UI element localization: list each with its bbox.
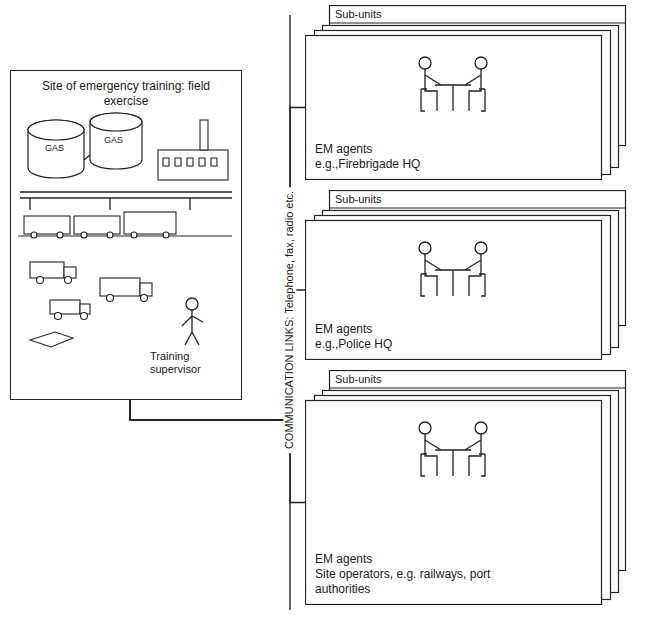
agent-text: e.g.,Firebrigade HQ bbox=[315, 157, 515, 172]
communication-link bbox=[130, 290, 305, 420]
agent-text: EM agents bbox=[315, 552, 515, 567]
sub-units-label: Sub-units bbox=[335, 193, 381, 206]
illustration-label: Training supervisor bbox=[150, 350, 236, 376]
agents-figure bbox=[419, 57, 487, 111]
agents-figure bbox=[419, 242, 487, 296]
agent-caption: EM agentse.g.,Firebrigade HQ bbox=[315, 142, 515, 172]
site-box: Site of emergency training: field exerci… bbox=[10, 70, 242, 400]
agent-stack: Sub-units EM agentse.g.,Firebrigade HQ bbox=[305, 5, 627, 180]
illustration-label: GAS bbox=[104, 135, 134, 146]
pipelines bbox=[20, 192, 232, 210]
communication-link bbox=[130, 400, 305, 503]
agent-text: EM agents bbox=[315, 322, 515, 337]
agent-text: EM agents bbox=[315, 142, 515, 157]
factory bbox=[158, 120, 228, 180]
emergency-vehicles bbox=[30, 262, 152, 347]
agent-stack: Sub-units EM agentsSite operators, e.g. r… bbox=[305, 370, 627, 605]
agent-stack: Sub-units EM agentse.g.,Police HQ bbox=[305, 190, 627, 360]
agent-text: e.g.,Police HQ bbox=[315, 337, 515, 352]
agents-figure bbox=[419, 422, 487, 476]
card-header-rule bbox=[329, 208, 625, 209]
card-header-rule bbox=[329, 23, 625, 24]
supervisor-figure bbox=[182, 298, 203, 345]
card bbox=[306, 36, 602, 180]
sub-units-label: Sub-units bbox=[335, 373, 381, 386]
communication-link bbox=[130, 108, 305, 421]
agent-text: Site operators, e.g. railways, port auth… bbox=[315, 567, 515, 597]
gas-tanks bbox=[28, 113, 142, 178]
train bbox=[18, 212, 232, 238]
agent-caption: EM agentse.g.,Police HQ bbox=[315, 322, 515, 352]
bus-label: COMMUNICATION LINKS: Telephone, fax, rad… bbox=[283, 187, 296, 453]
card bbox=[306, 401, 602, 605]
sub-units-label: Sub-units bbox=[335, 8, 381, 21]
illustration-label: GAS bbox=[45, 143, 75, 154]
site-title: Site of emergency training: field exerci… bbox=[31, 79, 221, 109]
card-header-rule bbox=[329, 388, 625, 389]
agent-caption: EM agentsSite operators, e.g. railways, … bbox=[315, 552, 515, 597]
card bbox=[306, 221, 602, 360]
